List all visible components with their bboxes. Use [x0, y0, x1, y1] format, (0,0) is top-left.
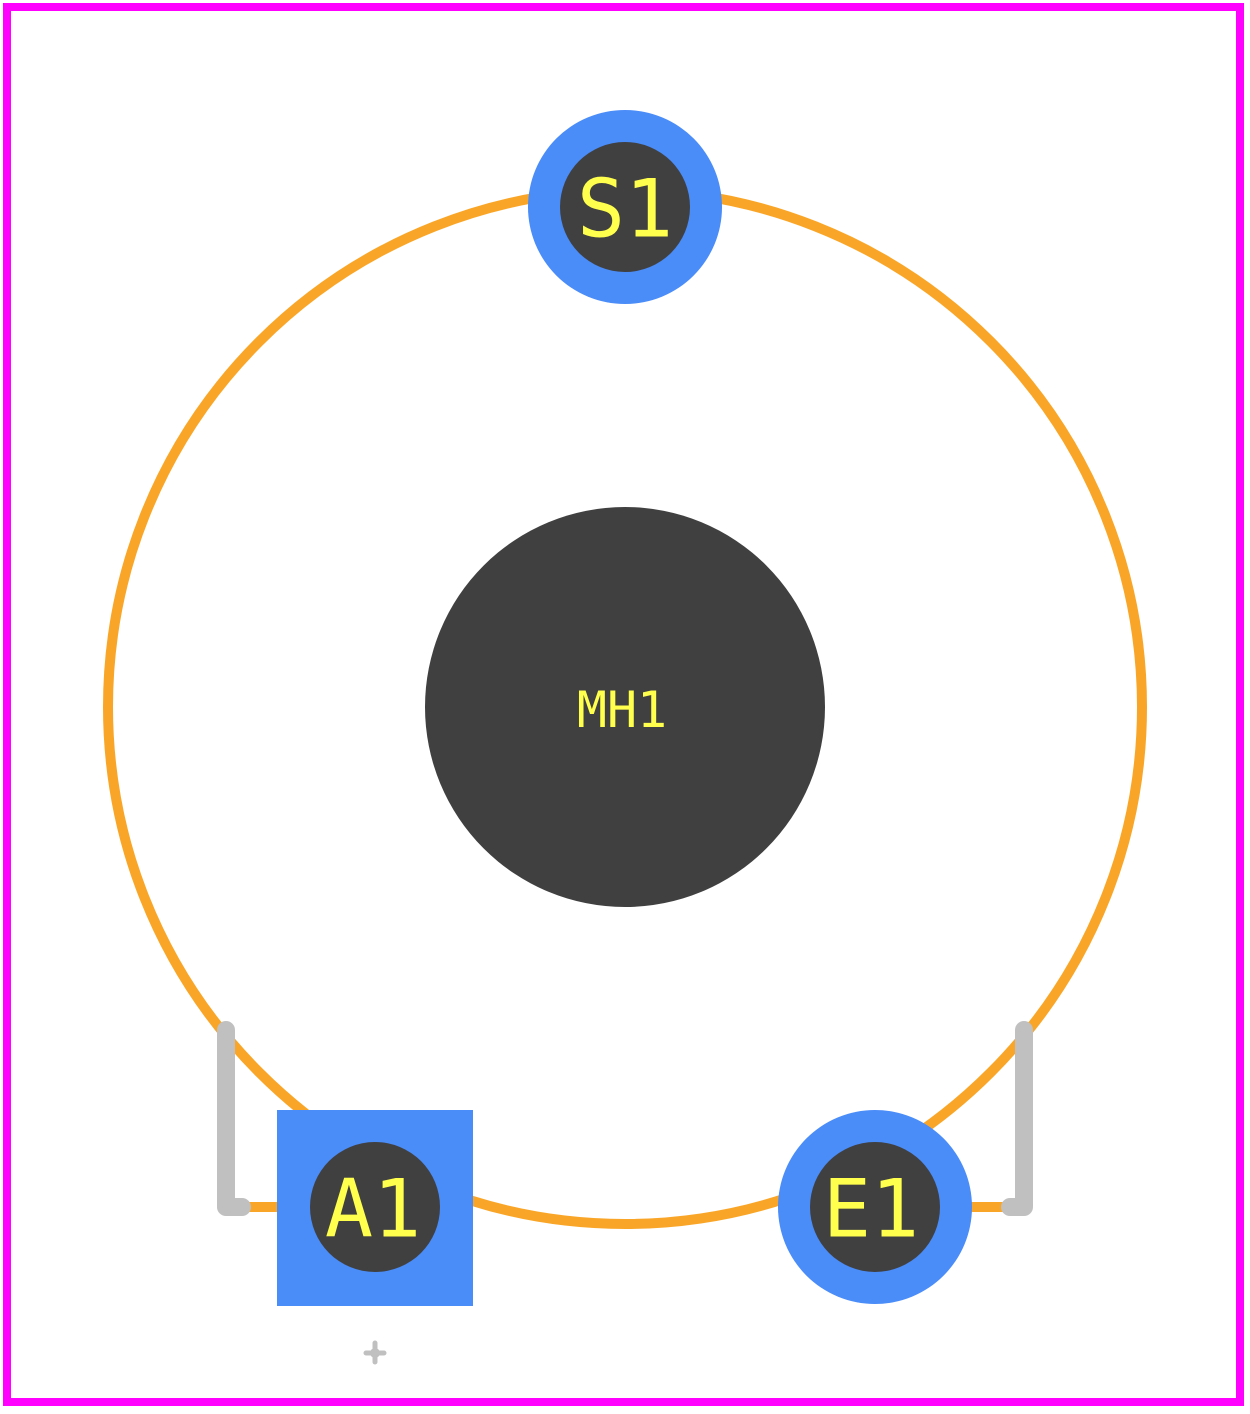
mounting-hole-label: MH1	[577, 681, 667, 739]
board-boundary	[3, 3, 1244, 1406]
pad-s1: S1	[528, 110, 722, 304]
assembly-outline-left	[217, 1021, 251, 1216]
assembly-outline-right	[1001, 1021, 1033, 1216]
pad-a1: A1	[277, 1110, 473, 1306]
pad-a1-drill	[310, 1142, 440, 1272]
pad-s1-drill	[560, 142, 690, 272]
pad-e1-label: E1	[823, 1163, 919, 1256]
pad-e1: E1	[778, 1110, 972, 1304]
mounting-hole-drill	[425, 507, 825, 907]
pad-a1-label: A1	[325, 1163, 421, 1256]
pad-s1-label: S1	[577, 163, 673, 256]
crosshair-icon	[363, 1340, 387, 1365]
pad-e1-drill	[810, 1142, 940, 1272]
mounting-hole-mh1: MH1	[425, 507, 825, 907]
